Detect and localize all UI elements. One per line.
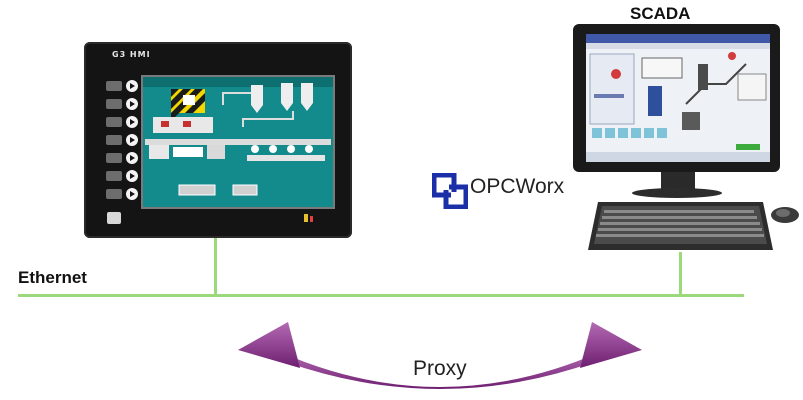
hmi-function-key [106,151,138,165]
opcworx-logo-icon [432,173,468,209]
hmi-status-led-icon [304,214,313,222]
ethernet-bus-line [18,294,744,297]
monitor-neck [661,172,695,190]
ethernet-label: Ethernet [18,268,87,287]
proxy-label: Proxy [413,357,467,380]
monitor-base [632,188,722,198]
hmi-screen [141,75,335,209]
hmi-function-key [106,133,138,147]
hmi-function-key [106,115,138,129]
hmi-function-key [106,79,138,93]
opcworx-label: OPCWorx [470,175,565,198]
hmi-network-drop [214,238,217,295]
hmi-function-key [106,169,138,183]
hmi-brand-logo: G3 HMI [112,50,151,59]
hmi-function-key [106,187,138,201]
hmi-badge [107,212,121,224]
hmi-process-graphic [143,77,333,196]
mouse-icon [771,207,799,223]
scada-screen-graphic [586,34,770,162]
scada-screen [586,34,770,162]
pc-network-drop [679,252,682,295]
hmi-function-key [106,97,138,111]
bidirectional-arrow-icon [238,322,642,389]
keyboard-icon [588,202,773,250]
scada-label: SCADA [630,4,691,23]
